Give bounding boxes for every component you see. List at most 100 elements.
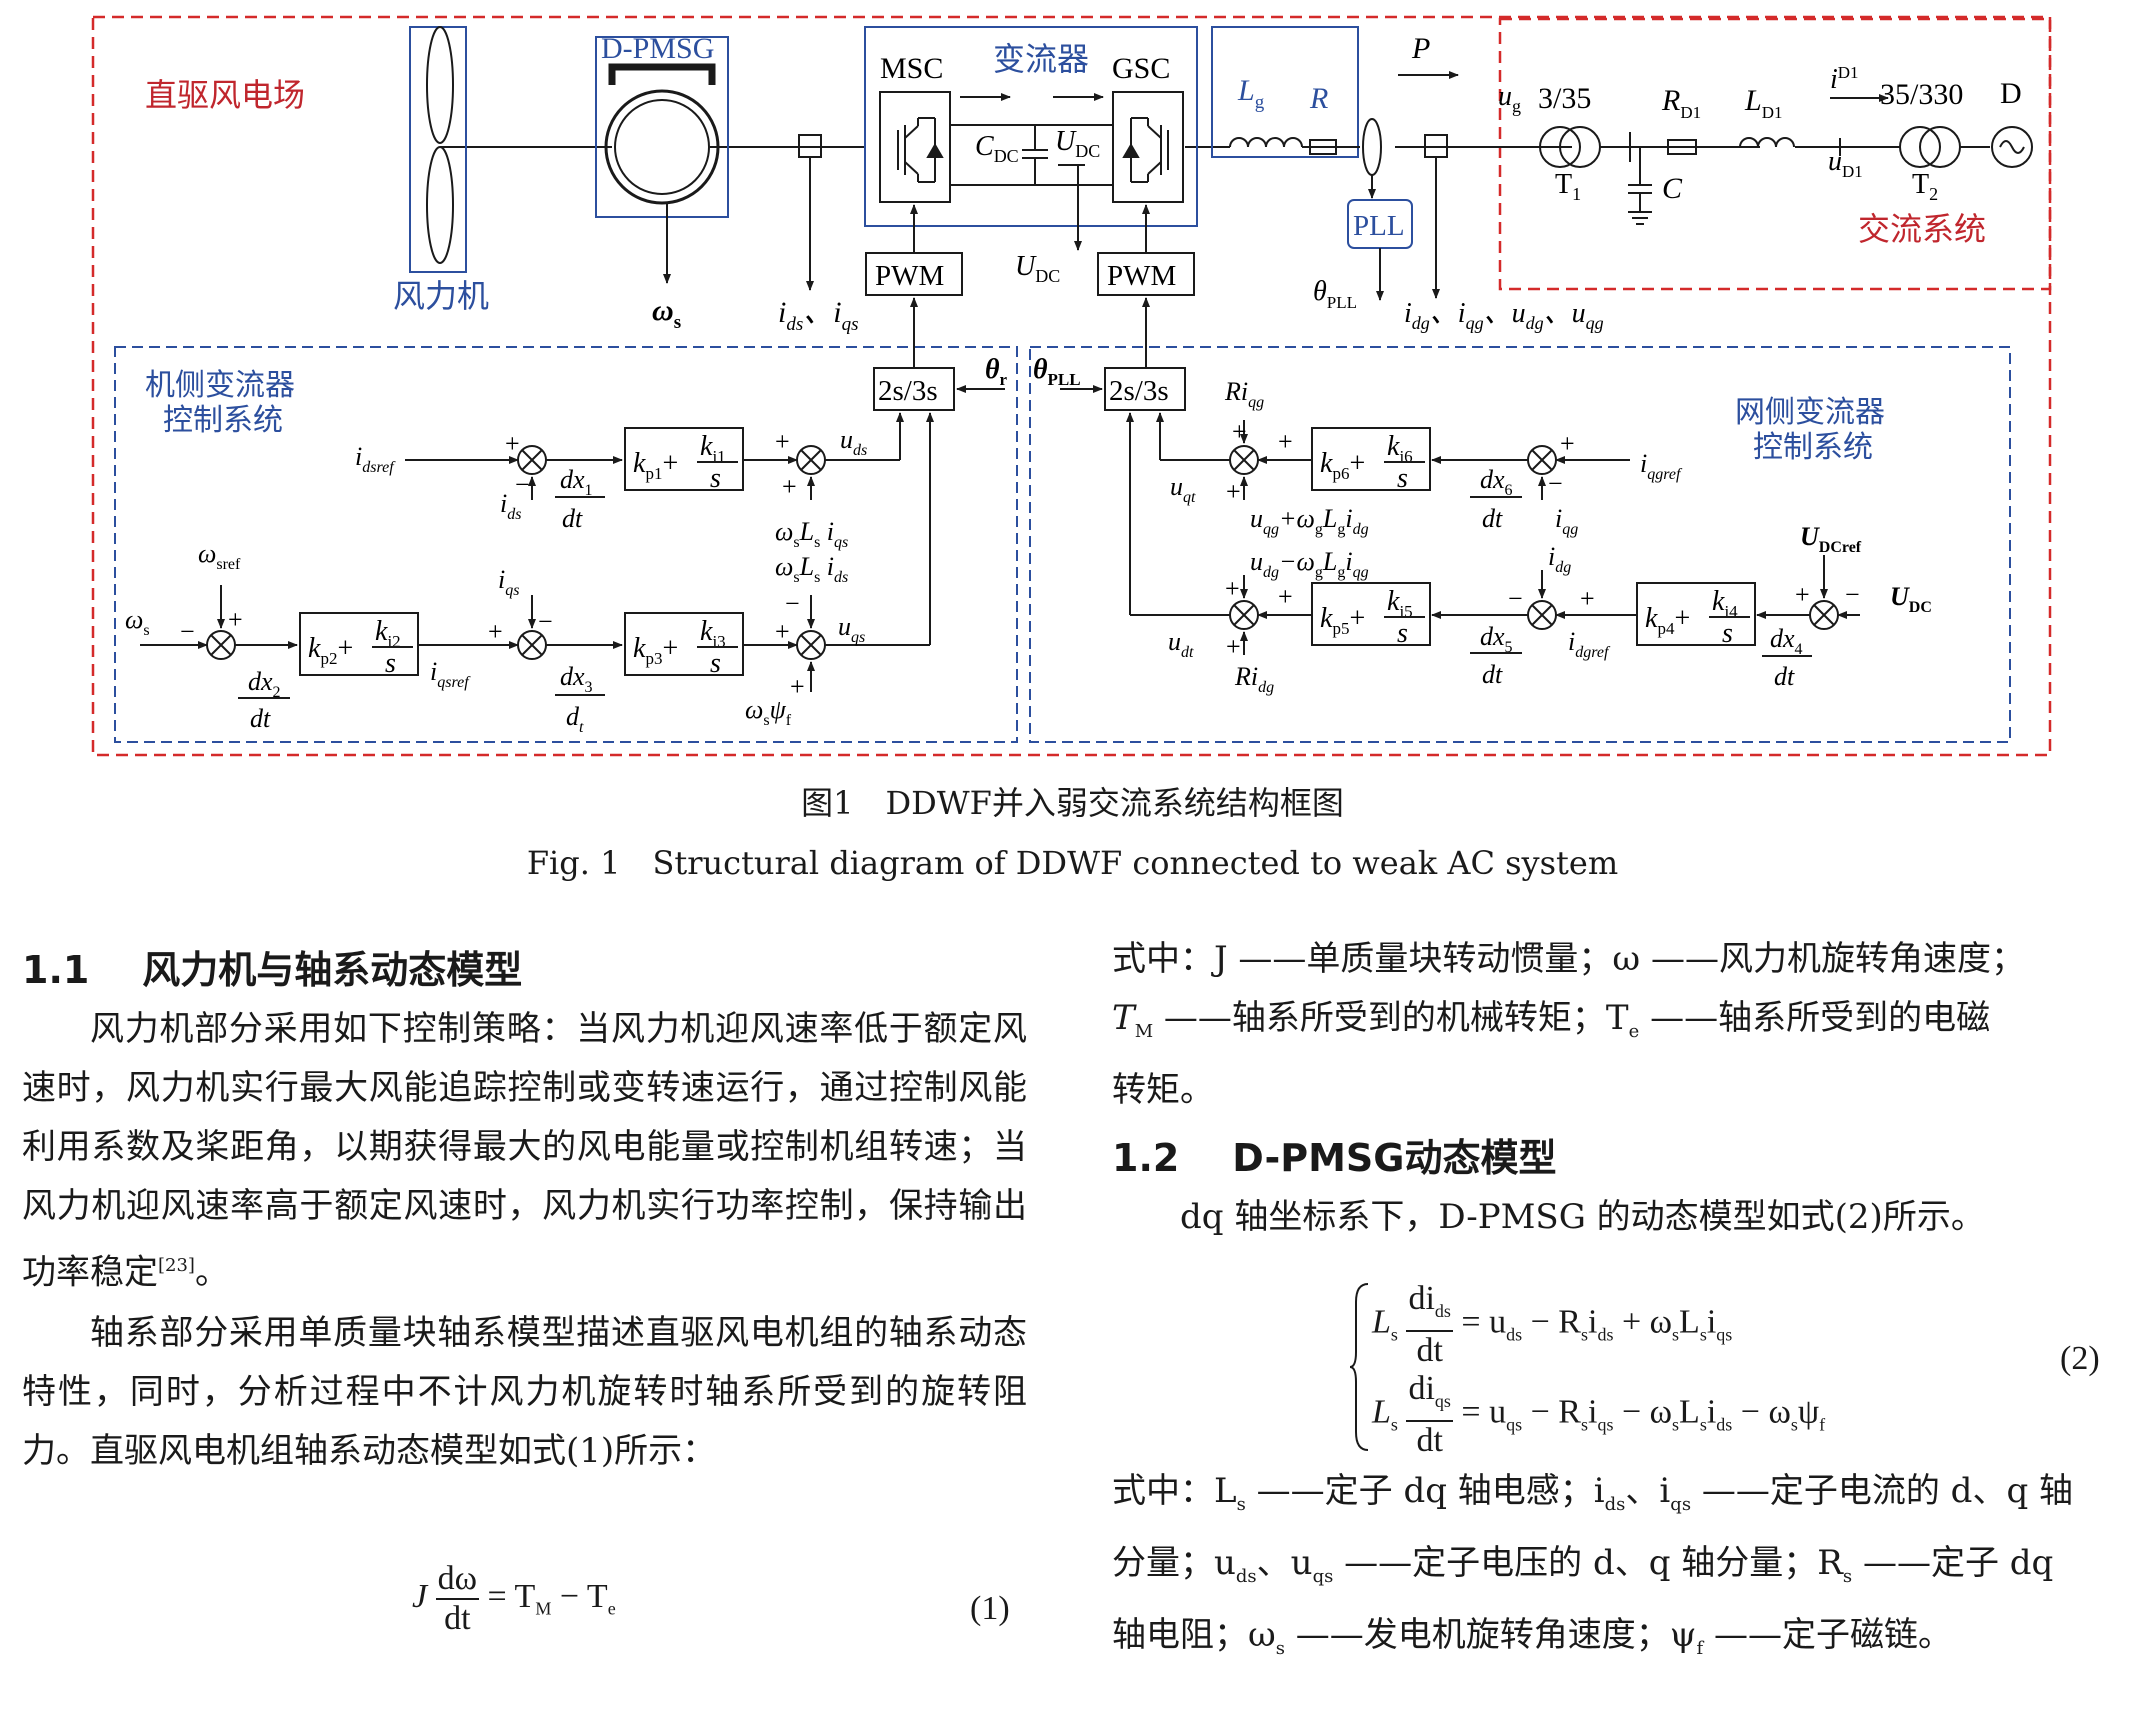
- gsc-ctrl-label-line2: 控制系统: [1753, 431, 1873, 464]
- svg-text:dx2: dx2: [248, 667, 281, 701]
- dpmsg-box: [595, 36, 729, 218]
- eq1-rhs: = T: [487, 1577, 536, 1615]
- transformer-t2-icon: [1899, 126, 1961, 168]
- svg-text:Ridg: Ridg: [1234, 662, 1274, 696]
- svg-text:dt: dt: [1774, 662, 1795, 691]
- eq2-t1: − R: [1522, 1393, 1581, 1431]
- svg-text:kp5+: kp5+: [1320, 603, 1365, 638]
- theta-pll-input: θPLL: [1033, 354, 1081, 389]
- ac-source-icon: [1991, 126, 2033, 168]
- figure-caption-cn: 图1 DDWF并入弱交流系统结构框图: [801, 784, 1344, 822]
- svg-text:+: +: [775, 427, 790, 456]
- section-number: 1.1: [22, 948, 90, 992]
- r-label: R: [1309, 82, 1328, 115]
- generator-icon: [604, 63, 720, 205]
- svg-text:kp3+: kp3+: [633, 633, 678, 668]
- left-column: 1.1 风力机与轴系动态模型 风力机部分采用如下控制策略：当风力机迎风速率低于额…: [22, 940, 1027, 1481]
- converter-label: 变流器: [993, 41, 1089, 77]
- svg-text:iqg: iqg: [1555, 504, 1578, 538]
- svg-text:Riqg: Riqg: [1224, 377, 1264, 411]
- svg-text:iqgref: iqgref: [1640, 449, 1683, 483]
- pi-block-labels-gsc: kp6+ ki6 s kp5+ ki5 s kp4+ ki4 s: [1320, 431, 1750, 649]
- ac-system-region: [1498, 17, 2052, 291]
- svg-text:+: +: [1580, 584, 1595, 613]
- w2f: 、u: [1256, 1542, 1313, 1583]
- svg-text:ki2: ki2: [375, 616, 401, 651]
- svg-text:dt: dt: [1482, 504, 1503, 533]
- svg-text:idgref: idgref: [1568, 627, 1611, 661]
- svg-text:s: s: [710, 463, 721, 494]
- svg-text:+: +: [1226, 632, 1241, 661]
- theta-pll-output: θPLL: [1313, 276, 1357, 312]
- eq2-sub: s: [1672, 1414, 1680, 1435]
- svg-text:+: +: [1226, 477, 1241, 506]
- eq1-sub-e: e: [607, 1598, 616, 1619]
- transform-gsc-label: 2s/3s: [1109, 375, 1169, 407]
- svg-text:udt: udt: [1168, 627, 1194, 661]
- svg-text:dx1: dx1: [560, 465, 593, 499]
- w2sub: ds: [1604, 1493, 1626, 1515]
- w2k: ——定子磁链。: [1703, 1614, 1952, 1655]
- svg-text:+: +: [790, 672, 805, 701]
- svg-text:+: +: [1278, 427, 1293, 456]
- voltage-sensor: [1362, 118, 1382, 176]
- svg-text:+: +: [1795, 580, 1810, 609]
- svg-text:−: −: [785, 589, 800, 618]
- svg-text:dt: dt: [566, 702, 584, 736]
- svg-text:−: −: [1845, 580, 1860, 609]
- eq2-di: di: [1408, 1370, 1435, 1407]
- svg-text:+: +: [488, 617, 503, 646]
- capacitor-c-icon: [1628, 184, 1652, 225]
- where2-line1: 式中：Ls ——定子 dq 轴电感；ids、iqs ——定子电流的 d、q 轴: [1112, 1462, 2122, 1534]
- pwm-msc-label: PWM: [875, 260, 944, 292]
- turbine-label: 风力机: [393, 278, 489, 314]
- msc-signal-labels: idsref ids dx1 dt +− ++ uds ωsLs iqs ωsL…: [125, 425, 867, 736]
- eq2-sub: s: [1672, 1324, 1680, 1345]
- svg-text:dt: dt: [562, 504, 583, 533]
- w2d: ——定子电流的 d、q 轴: [1691, 1471, 2074, 1511]
- svg-text:ki3: ki3: [700, 616, 726, 651]
- svg-text:+: +: [505, 429, 520, 458]
- wind-turbine-box: [409, 26, 467, 273]
- udc-output: UDC: [1015, 251, 1060, 286]
- w2sub: f: [1696, 1637, 1704, 1659]
- w2sub: ds: [1235, 1565, 1257, 1587]
- grid-measurements: idg、iqg、udg、uqg: [1404, 298, 1604, 333]
- power-p-label: P: [1411, 32, 1430, 65]
- transform-msc-label: 2s/3s: [878, 375, 938, 407]
- svg-text:dt: dt: [1482, 660, 1503, 689]
- ddwf-structure-diagram: 直驱风电场 交流系统 风力机 D-PMSG ωs ids、iqs 变流器 MSC…: [91, 15, 2052, 757]
- msc-label: MSC: [880, 52, 943, 85]
- svg-text:+: +: [1560, 429, 1575, 458]
- eq2-rhs: = u: [1461, 1393, 1507, 1431]
- svg-text:ωsψf: ωsψf: [745, 695, 792, 729]
- svg-text:dx5: dx5: [1480, 622, 1513, 656]
- eq2-t2: i: [1587, 1303, 1598, 1341]
- equation-2-label: (2): [2060, 1340, 2100, 1377]
- svg-text:idg: idg: [1548, 542, 1571, 576]
- paragraph-turbine-control: 风力机部分采用如下控制策略：当风力机迎风速率低于额定风速时，风力机实行最大风能追…: [22, 1000, 1027, 1302]
- where1-a: 式中：J ——单质量块转动惯量；ω ——风力机旋转角速度；: [1112, 939, 2025, 979]
- dpmsg-label: D-PMSG: [601, 32, 714, 65]
- svg-text:iqsref: iqsref: [430, 657, 471, 691]
- citation: [23]: [158, 1255, 195, 1276]
- udc-label: UDC: [1055, 126, 1100, 161]
- ids-iqs-output: ids、iqs: [778, 296, 859, 335]
- eq2-rhs: = u: [1461, 1303, 1507, 1341]
- svg-text:dx4: dx4: [1770, 624, 1803, 658]
- svg-text:ωsref: ωsref: [198, 539, 241, 573]
- eq2-sub: ds: [1716, 1414, 1733, 1435]
- inductor-lg-icon: [1229, 137, 1303, 148]
- eq2-t3: + ω: [1613, 1303, 1673, 1341]
- transformer-t1-icon: [1539, 126, 1601, 168]
- eq2-t4: L: [1679, 1393, 1700, 1431]
- eq2-sub: qs: [1716, 1324, 1733, 1345]
- w2sub: qs: [1312, 1565, 1334, 1587]
- gsc-box: [1112, 91, 1184, 203]
- section-title: 风力机与轴系动态模型: [142, 948, 523, 992]
- id1-label: iD1: [1830, 63, 1859, 95]
